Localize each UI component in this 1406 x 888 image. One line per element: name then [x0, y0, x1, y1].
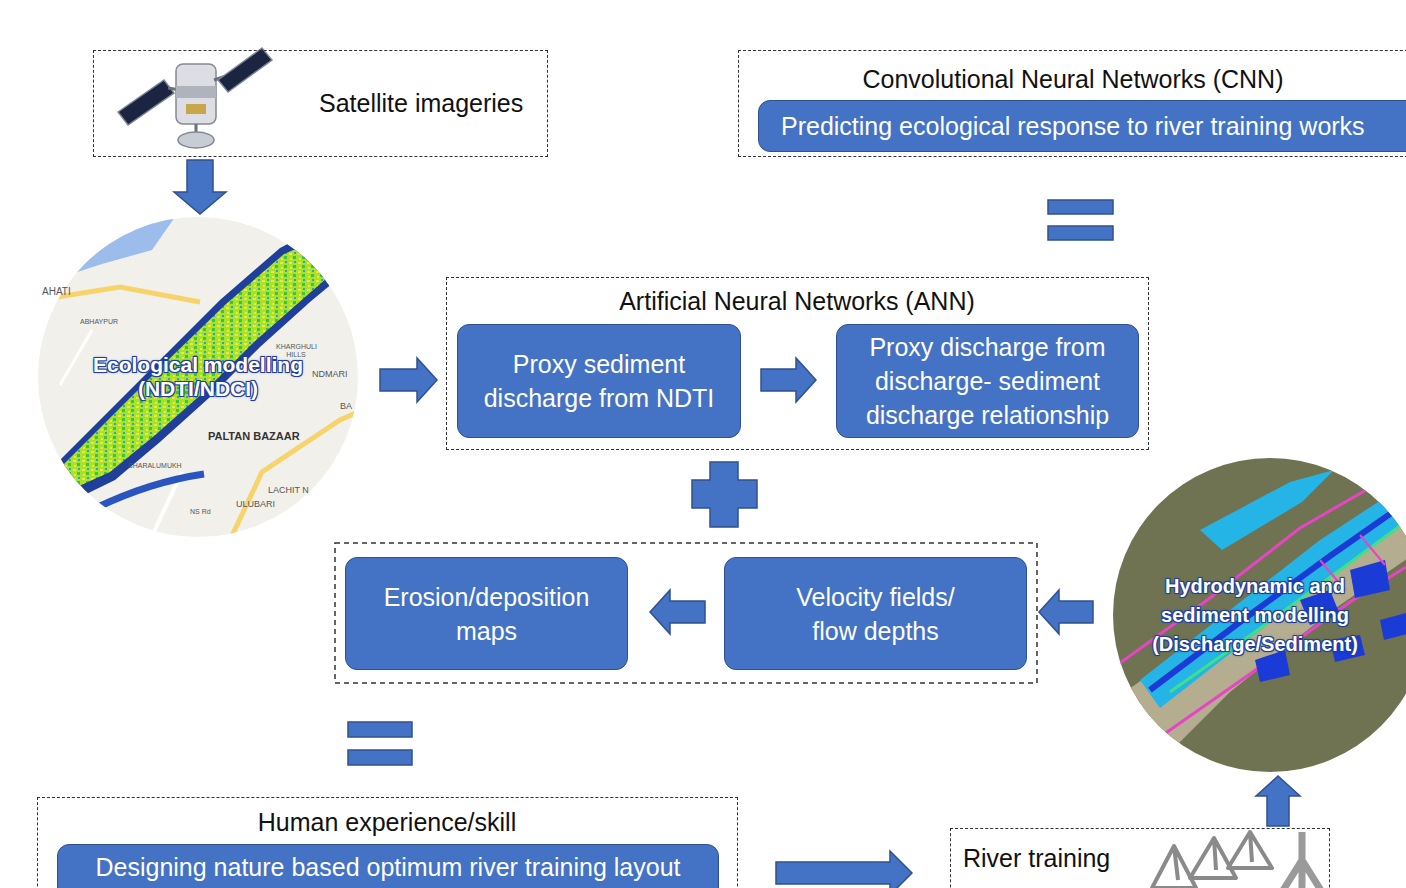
group-box: Artificial Neural Networks (ANN) Proxy se…: [446, 277, 1149, 450]
block-arrow: [174, 160, 226, 214]
river-map: [38, 217, 358, 540]
training-structure-icons: [1152, 832, 1322, 888]
side-channel: [40, 508, 96, 521]
box-label: River training: [963, 843, 1329, 873]
map-ground: [38, 217, 358, 537]
output-box: Erosion/deposition maps: [345, 557, 628, 670]
box-label: Erosion/deposition maps: [360, 580, 613, 648]
group-heading: Artificial Neural Networks (ANN): [447, 287, 1147, 316]
block-arrow: [1256, 776, 1300, 826]
equals-symbol: [348, 722, 412, 737]
box-label: Velocity fields/ flow depths: [781, 580, 971, 648]
solar-panel: [218, 48, 272, 92]
block-arrow: [776, 851, 912, 888]
river-edge: [45, 222, 358, 502]
block-arrow: [380, 358, 437, 402]
model-circle: Ecological modelling (NDTI/NDCI): [38, 217, 358, 537]
satellite-band: [176, 86, 216, 98]
map-label: AHATI: [42, 286, 71, 297]
map-label: NS Rd: [190, 508, 211, 516]
satellite-body: [176, 64, 216, 124]
satellite-dish: [178, 132, 214, 148]
map-label: PALTAN BAZAAR: [208, 430, 300, 442]
map-ground: [1113, 458, 1406, 772]
process-box: Proxy sediment discharge from NDTI: [457, 324, 741, 438]
map-label: KHARGHULI HILLS: [276, 343, 316, 358]
tetrahedron-icon: [1190, 838, 1236, 878]
map-label: BA: [340, 402, 352, 412]
tetrahedron-icon: [1152, 846, 1196, 888]
group-heading: Human experience/skill: [38, 808, 736, 837]
map-label: LACHIT N: [268, 486, 309, 496]
circle-label: Ecological modelling (NDTI/NDCI): [83, 353, 313, 401]
map-label: ABHAYPUR: [80, 318, 118, 326]
map-label: ULUBARI: [236, 500, 275, 510]
solar-panel: [118, 80, 174, 125]
process-box: Predicting ecological response to river …: [758, 100, 1406, 152]
group-heading: Convolutional Neural Networks (CNN): [739, 65, 1406, 94]
group-box: Convolutional Neural Networks (CNN) Predi…: [738, 50, 1406, 157]
box-label: Proxy discharge from discharge- sediment…: [851, 330, 1124, 432]
box-label: Predicting ecological response to river …: [781, 111, 1365, 141]
box-label: Satellite imageries: [319, 89, 523, 118]
map-road: [60, 330, 92, 385]
block-arrow: [650, 590, 705, 634]
scour-patch: [1350, 560, 1390, 598]
equals-symbol: [1048, 200, 1113, 214]
circle-label: Hydrodynamic and sediment modelling (Dis…: [1135, 572, 1375, 659]
sand-bar: [1113, 470, 1406, 772]
bank-line: [1113, 460, 1406, 668]
box-label: Proxy sediment discharge from NDTI: [472, 347, 726, 415]
group-outline: [335, 543, 1037, 683]
process-box: Designing nature based optimum river tra…: [57, 844, 719, 888]
structure-box: River training: [950, 828, 1330, 888]
block-arrow: [761, 358, 816, 402]
process-box: Proxy discharge from discharge- sediment…: [836, 324, 1139, 438]
equals-symbol: [348, 750, 412, 765]
model-circle: Hydrodynamic and sediment modelling (Dis…: [1113, 458, 1406, 772]
map-label: SHARALUMUKH: [128, 462, 182, 470]
box-label: Designing nature based optimum river tra…: [95, 853, 680, 881]
source-box: Satellite imageries: [93, 50, 548, 157]
side-channel: [96, 474, 204, 508]
equals-symbol: [1048, 226, 1113, 240]
spur-line: [1360, 535, 1385, 565]
river-channel: [1200, 470, 1334, 550]
turbidity-field: [52, 233, 352, 491]
block-arrow: [1039, 590, 1093, 634]
tetrahedron-icon: [1228, 832, 1272, 868]
plus-symbol: [692, 462, 757, 527]
scour-patch: [1255, 650, 1290, 682]
output-box: Velocity fields/ flow depths: [724, 557, 1027, 670]
map-label: NDMARI: [312, 370, 348, 380]
satellite-foil: [186, 104, 206, 114]
map-water: [38, 217, 175, 282]
group-box: Human experience/skillDesigning nature b…: [37, 797, 738, 888]
tripod-icon: [1282, 832, 1322, 888]
hydro-map: [1113, 458, 1406, 772]
scour-patch: [1380, 612, 1406, 640]
map-road: [38, 287, 200, 302]
satellite-icon: [118, 48, 272, 148]
